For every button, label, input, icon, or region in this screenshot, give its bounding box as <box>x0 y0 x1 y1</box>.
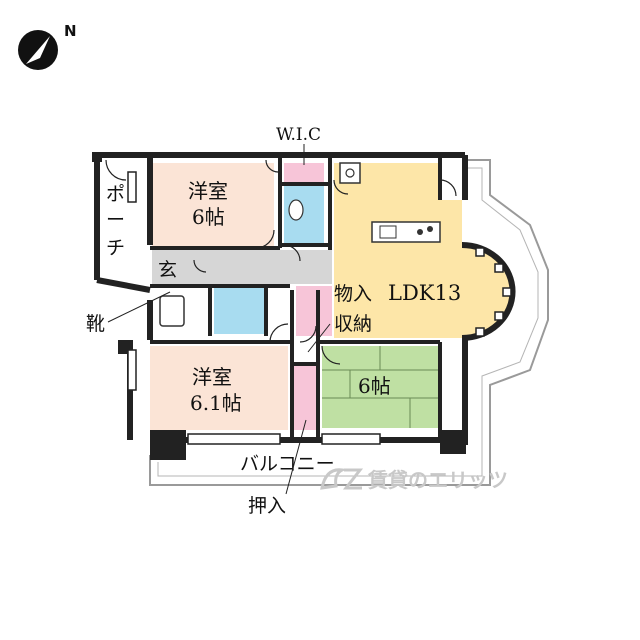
watermark-text: 賃貸のエリッツ <box>367 468 508 492</box>
bedroom1-name: 洋室 <box>188 179 228 203</box>
tatami-lines <box>322 346 438 428</box>
storage-leader <box>307 323 331 353</box>
tatami-size: 6帖 <box>358 374 391 398</box>
porch-label-3: チ <box>106 237 125 259</box>
interior-walls <box>150 158 442 440</box>
toilet-icon <box>288 199 304 221</box>
fridge-icon <box>339 162 361 184</box>
bedroom1-floor <box>152 163 274 247</box>
balcony-inner-line <box>157 167 539 477</box>
bedroom2-size: 6.1帖 <box>190 391 242 415</box>
closet-floor <box>292 366 316 430</box>
bedroom2-floor <box>150 346 288 430</box>
shoes-leader <box>107 291 171 323</box>
storage2-label: 収納 <box>334 313 372 335</box>
ldk-label: LDK13 <box>388 281 461 305</box>
windows <box>127 171 381 445</box>
bay-window-mullions <box>475 247 512 337</box>
sink-icon <box>379 225 397 239</box>
stove-icon <box>417 229 423 235</box>
compass: N <box>18 22 77 70</box>
shoes-label: 靴 <box>86 313 105 335</box>
hall-floor <box>152 250 332 284</box>
stove-icon-2 <box>427 226 433 232</box>
closet-leader <box>285 419 307 495</box>
doors <box>105 159 457 365</box>
storage-floor <box>296 286 332 336</box>
compass-needle <box>26 36 50 64</box>
entrance-label: 玄 <box>158 259 177 281</box>
kitchen-counter <box>371 221 441 243</box>
wic-floor <box>284 163 324 183</box>
bedroom1-size: 6帖 <box>192 205 225 229</box>
columns <box>92 152 466 460</box>
watermark-logo-icon <box>320 468 364 490</box>
wic-label: W.I.C <box>276 125 321 145</box>
balcony-label: バルコニー <box>240 453 335 475</box>
balcony-outline <box>149 159 549 486</box>
porch-label-2: ー <box>106 209 125 231</box>
bedroom2-name: 洋室 <box>192 365 232 389</box>
ldk-floor <box>334 163 513 338</box>
watermark: 賃貸のエリッツ <box>320 468 508 492</box>
bathtub <box>159 295 185 327</box>
washroom-floor <box>214 286 264 334</box>
closet-label: 押入 <box>248 495 286 517</box>
porch-label-1: ポ <box>106 183 125 205</box>
north-label: N <box>64 22 77 40</box>
storage1-label: 物入 <box>334 283 372 305</box>
